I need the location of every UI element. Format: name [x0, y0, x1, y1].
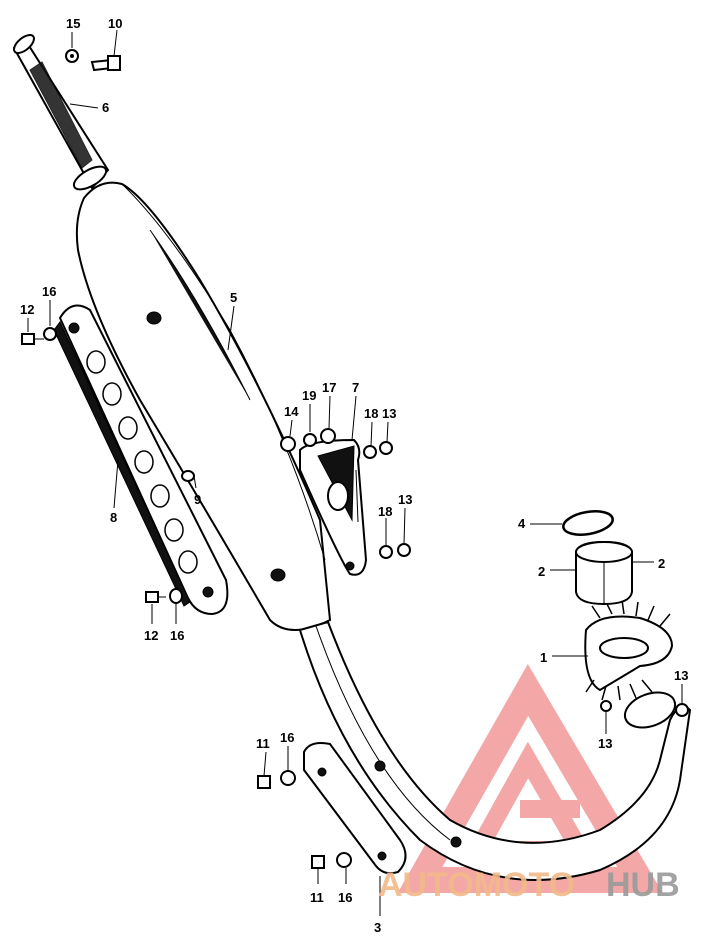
muffler-part	[75, 181, 332, 631]
watermark-text-automoto: AUTOMOTO	[378, 866, 575, 904]
label-part-11-lower: 11	[310, 890, 324, 905]
label-part-13-flange: 13	[598, 736, 612, 751]
label-part-1: 1	[540, 650, 547, 665]
watermark-text: AUTOMOTO HUB	[378, 866, 680, 904]
label-part-6: 6	[102, 100, 109, 115]
label-part-16-lower: 16	[338, 890, 352, 905]
label-part-19: 19	[302, 388, 316, 403]
label-part-14: 14	[284, 404, 299, 419]
label-part-4: 4	[518, 516, 526, 531]
label-part-10: 10	[108, 16, 122, 31]
label-part-8: 8	[110, 510, 117, 525]
part-labels: 15 10 6 12 16 5 14 19 17 7 18 13 9 13 18…	[20, 16, 688, 935]
tail-pipe-part	[12, 34, 110, 191]
leader-lines	[27, 29, 683, 916]
label-part-12-bottom: 12	[144, 628, 158, 643]
muffler-bracket-part	[299, 438, 368, 576]
lower-bracket-part	[303, 742, 407, 875]
shield-bolt-part	[181, 470, 195, 482]
label-part-13-mid: 13	[398, 492, 412, 507]
label-part-5: 5	[230, 290, 237, 305]
label-part-13-top: 13	[382, 406, 396, 421]
label-part-3: 3	[374, 920, 381, 935]
label-part-2-left: 2	[538, 564, 545, 579]
watermark-text-hub: HUB	[606, 866, 680, 904]
gasket-ring-part	[562, 510, 614, 536]
label-part-11-upper: 11	[256, 736, 270, 751]
label-part-15: 15	[66, 16, 80, 31]
hardware-set	[21, 49, 689, 869]
collet-part	[575, 540, 633, 606]
label-part-17: 17	[322, 380, 336, 395]
label-part-18-mid: 18	[378, 504, 392, 519]
label-part-2-right: 2	[658, 556, 665, 571]
label-part-16-bottom: 16	[170, 628, 184, 643]
label-part-13-right: 13	[674, 668, 688, 683]
label-part-18-top: 18	[364, 406, 378, 421]
exhaust-flange-part	[584, 599, 674, 701]
label-part-16-top: 16	[42, 284, 56, 299]
heat-shield-part	[53, 304, 229, 616]
label-part-9: 9	[194, 492, 201, 507]
label-part-12-top: 12	[20, 302, 34, 317]
label-part-16-upper: 16	[280, 730, 294, 745]
label-part-7: 7	[352, 380, 359, 395]
